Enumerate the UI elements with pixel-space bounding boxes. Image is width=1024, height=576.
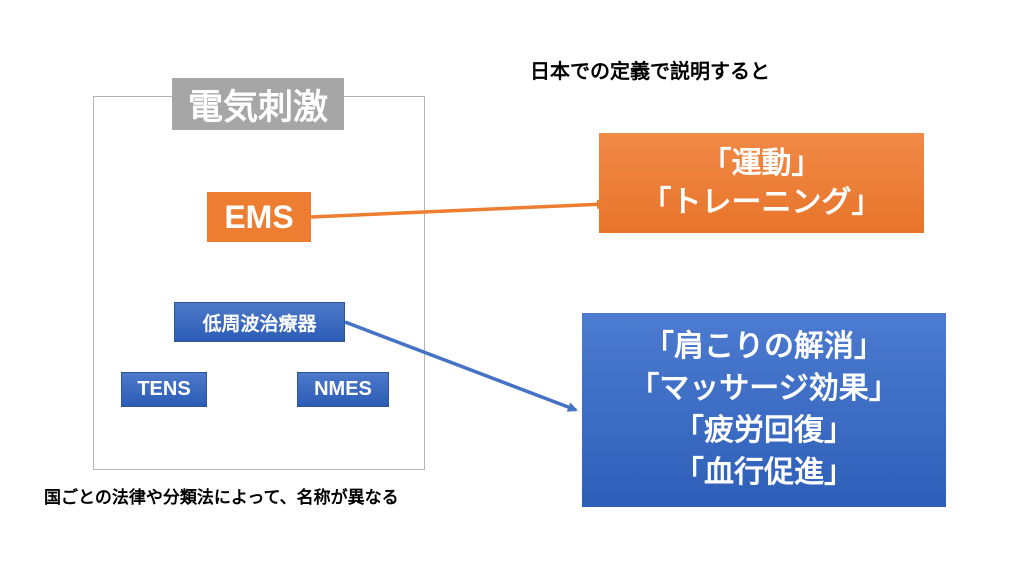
explanation-heading: 日本での定義で説明すると	[530, 58, 770, 83]
ems-box: EMS	[207, 192, 311, 242]
nmes-box: NMES	[297, 372, 389, 407]
category-title: 電気刺激	[172, 78, 344, 130]
ems-definition-line-2: 「トレーニング」	[641, 185, 882, 220]
low-frequency-definition-line-2: 「マッサージ効果」	[629, 371, 899, 406]
low-frequency-definition-line-1: 「肩こりの解消」	[644, 329, 884, 364]
ems-definition-line-1: 「運動」	[701, 146, 822, 181]
low-frequency-arrow	[344, 320, 578, 412]
low-frequency-definition-line-3: 「疲労回復」	[674, 413, 854, 448]
low-frequency-definition-line-4: 「血行促進」	[674, 455, 854, 490]
low-frequency-device-box: 低周波治療器	[174, 302, 345, 342]
ems-definition-box: 「運動」 「トレーニング」	[599, 133, 924, 233]
ems-arrow	[310, 199, 607, 219]
tens-box: TENS	[121, 372, 207, 407]
footnote: 国ごとの法律や分類法によって、名称が異なる	[44, 487, 399, 508]
low-frequency-definition-box: 「肩こりの解消」 「マッサージ効果」 「疲労回復」 「血行促進」	[582, 313, 946, 507]
